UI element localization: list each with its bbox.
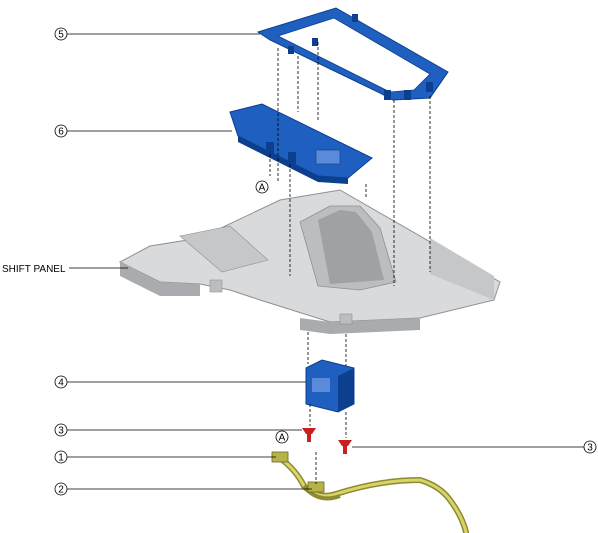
callout-3-right: 3 — [583, 440, 597, 454]
callout-5-label: 5 — [58, 30, 64, 41]
callout-3-left-label: 3 — [58, 426, 64, 437]
callout-6-label: 6 — [58, 127, 64, 138]
callout-4-label: 4 — [58, 378, 64, 389]
callout-5: 5 — [54, 27, 68, 41]
callout-a-top-label: A — [259, 183, 266, 194]
callout-a-top: A — [255, 180, 269, 194]
callout-3-right-label: 3 — [587, 443, 593, 454]
leader-lines — [67, 33, 584, 490]
shift-panel-label: SHIFT PANEL — [2, 264, 66, 275]
assembly-dashed-lines — [269, 42, 431, 484]
part-3-screw-left — [302, 428, 316, 442]
callout-1-label: 1 — [58, 453, 64, 464]
callout-6: 6 — [54, 124, 68, 138]
part-3-screw-right — [338, 440, 352, 454]
part-6-switch-panel — [229, 103, 373, 184]
callout-1: 1 — [54, 450, 68, 464]
part-5-bezel-frame — [256, 7, 449, 101]
callout-2-label: 2 — [58, 485, 64, 496]
callout-2: 2 — [54, 482, 68, 496]
part-4-connector-block — [305, 359, 355, 413]
callout-a-bottom: A — [275, 430, 289, 444]
callout-3-left: 3 — [54, 423, 68, 437]
callout-4: 4 — [54, 375, 68, 389]
part-1-2-wire-harness — [271, 451, 469, 533]
callout-a-bottom-label: A — [279, 433, 286, 444]
shift-panel-console — [118, 189, 501, 334]
